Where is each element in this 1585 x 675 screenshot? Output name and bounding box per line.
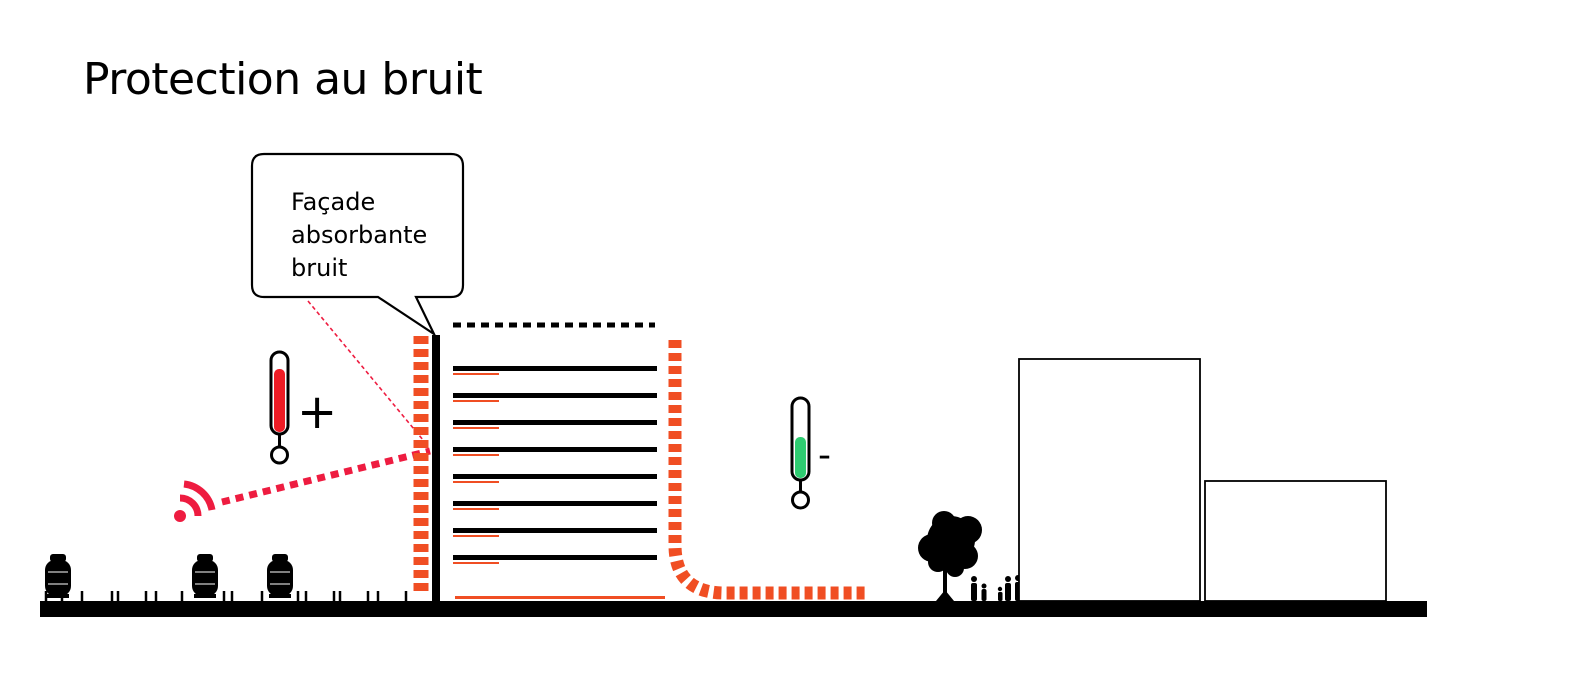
callout-bubble bbox=[250, 152, 465, 338]
rail-ties bbox=[44, 591, 408, 601]
train-icon bbox=[267, 554, 293, 598]
sound-wave-icon bbox=[174, 480, 216, 522]
callout-line: absorbante bbox=[291, 221, 428, 249]
building-wall bbox=[432, 335, 440, 601]
building-outline-tall bbox=[1018, 358, 1201, 602]
sound-ray bbox=[221, 447, 431, 506]
thermometer-cool-icon bbox=[790, 396, 811, 510]
train-icon bbox=[45, 554, 71, 598]
callout-pointer-line bbox=[307, 300, 429, 447]
callout-line: Façade bbox=[291, 188, 376, 216]
building-outline-low bbox=[1204, 480, 1387, 602]
thermometer-hot-icon bbox=[269, 350, 290, 465]
building-floors bbox=[453, 366, 665, 599]
plus-symbol: + bbox=[297, 384, 338, 440]
train-icon bbox=[192, 554, 218, 598]
minus-symbol: - bbox=[818, 435, 831, 476]
protected-zone-boundary bbox=[668, 340, 866, 600]
ground-line bbox=[40, 601, 1427, 617]
page-title: Protection au bruit bbox=[83, 54, 483, 105]
callout-line: bruit bbox=[291, 254, 348, 282]
callout-label: Façade absorbante bruit bbox=[291, 186, 451, 285]
tree-icon bbox=[918, 511, 982, 601]
